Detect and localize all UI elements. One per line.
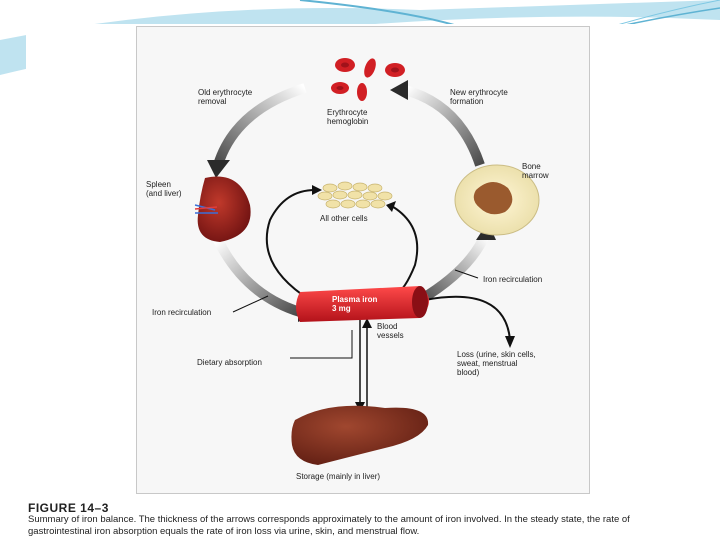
figure-number: FIGURE 14–3 (28, 501, 109, 515)
other-cells-icon (317, 181, 393, 209)
arrow-to-erythrocytes (403, 85, 485, 167)
label-new-erythrocyte-formation: New erythrocyte formation (450, 88, 508, 106)
label-old-erythrocyte-removal: Old erythrocyte removal (198, 88, 253, 106)
spleen-icon (194, 176, 251, 242)
arrow-loss (424, 295, 511, 341)
arrow-to-spleen (213, 83, 307, 167)
label-blood-vessels: Blood vessels (377, 322, 404, 340)
pointer-recirc-left (232, 295, 269, 313)
label-erythrocyte-hemoglobin: Erythrocyte hemoglobin (327, 108, 369, 126)
arrow-dietary (290, 330, 353, 359)
label-all-other-cells: All other cells (320, 214, 368, 223)
circulation-arrows (207, 80, 515, 412)
figure-caption: Summary of iron balance. The thickness o… (28, 514, 630, 537)
erythrocytes-icon (331, 58, 405, 101)
label-bone-marrow: Bone marrow (522, 162, 549, 180)
arrow-plasma-to-marrow (417, 232, 490, 305)
label-iron-recirculation-right: Iron recirculation (483, 275, 543, 284)
label-spleen: Spleen (and liver) (146, 180, 182, 198)
label-dietary-absorption: Dietary absorption (197, 358, 262, 367)
label-loss: Loss (urine, skin cells, sweat, menstrua… (457, 350, 536, 377)
bone-marrow-icon (454, 164, 540, 236)
arrowhead-erythrocytes (390, 80, 408, 100)
arrow-cells-to-plasma (389, 204, 419, 296)
arrow-plasma-to-cells (265, 189, 316, 301)
arrow-spleen-to-plasma (213, 237, 302, 317)
pointer-recirc-right (454, 269, 479, 279)
label-storage: Storage (mainly in liver) (296, 472, 381, 481)
arrowhead-spleen (207, 160, 230, 178)
label-iron-recirculation-left: Iron recirculation (152, 308, 212, 317)
label-plasma-iron: Plasma iron 3 mg (332, 295, 378, 313)
blood-vessel-icon (296, 286, 429, 322)
liver-icon (291, 405, 429, 465)
